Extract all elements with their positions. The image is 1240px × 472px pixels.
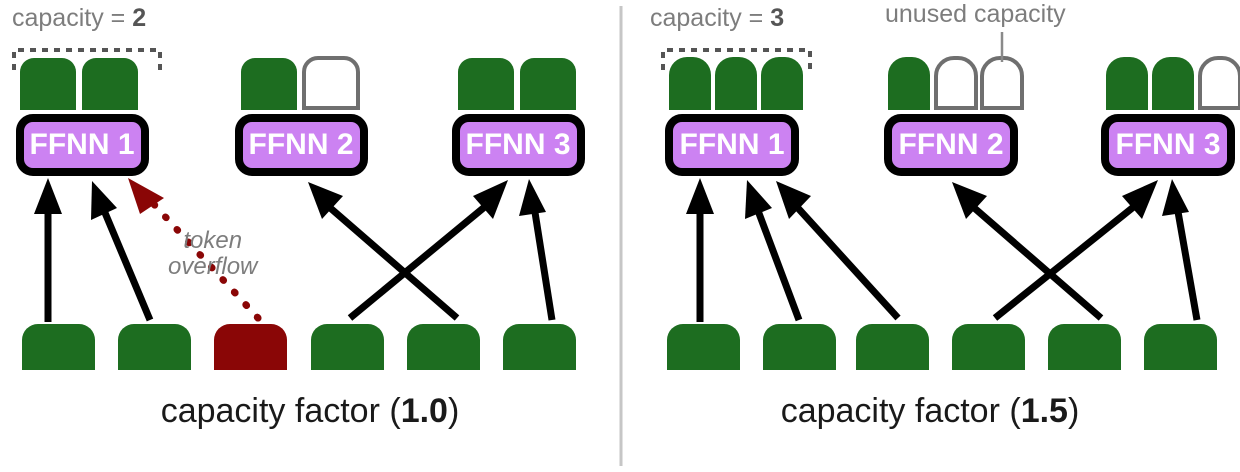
token-overflow-line-1: token bbox=[183, 227, 243, 254]
routing-arrow bbox=[794, 204, 901, 321]
routing-arrow bbox=[325, 203, 460, 321]
overflow-arrow-stub bbox=[224, 281, 262, 322]
right-panel-graphics bbox=[661, 32, 1240, 370]
routing-arrow bbox=[992, 202, 1139, 321]
expert-box-ffnn-2[interactable] bbox=[884, 114, 1018, 176]
expert-slot-filled bbox=[241, 58, 297, 110]
input-token-overflow bbox=[214, 324, 287, 370]
expert-slot-empty bbox=[934, 56, 978, 110]
expert-slot-filled bbox=[888, 57, 930, 110]
expert-slot-filled bbox=[715, 57, 757, 110]
expert-box-ffnn-3[interactable] bbox=[452, 114, 585, 176]
input-token bbox=[22, 324, 95, 370]
input-token bbox=[763, 324, 836, 370]
routing-arrow bbox=[1173, 205, 1201, 321]
caption-left-value: 1.0 bbox=[400, 392, 448, 430]
expert-box-ffnn-1[interactable] bbox=[16, 114, 149, 176]
routing-arrowhead bbox=[308, 182, 343, 219]
routing-arrowhead bbox=[745, 180, 772, 219]
routing-arrowhead bbox=[519, 179, 546, 216]
capacity-annotation-right-value: 3 bbox=[770, 4, 785, 32]
capacity-annotation-right: capacity = 3 bbox=[650, 4, 784, 33]
expert-label-ffnn-1-left: FFNN 1 bbox=[30, 128, 135, 161]
routing-arrowhead bbox=[1162, 179, 1189, 216]
expert-box-ffnn-3[interactable] bbox=[1101, 114, 1235, 176]
routing-arrowhead bbox=[1122, 180, 1158, 219]
routing-arrow bbox=[99, 206, 154, 322]
expert-slot-filled bbox=[82, 58, 138, 110]
capacity-annotation-left: capacity = 2 bbox=[12, 4, 146, 33]
token-overflow-annotation: token overflow bbox=[168, 228, 257, 280]
expert-box-ffnn-1[interactable] bbox=[665, 114, 799, 176]
unused-capacity-annotation: unused capacity bbox=[885, 0, 1066, 28]
input-token bbox=[503, 324, 576, 370]
expert-slot-empty bbox=[980, 56, 1024, 110]
expert-slot-filled bbox=[458, 58, 514, 110]
caption-right-suffix: ) bbox=[1067, 392, 1080, 430]
input-token bbox=[952, 324, 1025, 370]
expert-label-ffnn-2-left: FFNN 2 bbox=[249, 128, 354, 161]
expert-slot-filled bbox=[1106, 57, 1148, 110]
routing-arrow bbox=[969, 203, 1104, 321]
routing-arrowhead bbox=[686, 178, 714, 214]
routing-arrowhead bbox=[776, 181, 811, 219]
input-token bbox=[1048, 324, 1121, 370]
capacity-annotation-left-prefix: capacity = bbox=[12, 4, 133, 32]
routing-arrowhead bbox=[34, 178, 62, 214]
capacity-annotation-left-value: 2 bbox=[132, 4, 147, 32]
overflow-arrowhead bbox=[128, 178, 164, 214]
caption-left-prefix: capacity factor ( bbox=[160, 392, 401, 430]
caption-left-suffix: ) bbox=[447, 392, 460, 430]
expert-slot-filled bbox=[520, 58, 576, 110]
expert-label-ffnn-1-right: FFNN 1 bbox=[680, 128, 785, 161]
routing-arrowhead bbox=[952, 182, 987, 219]
routing-arrowhead bbox=[91, 181, 117, 220]
expert-label-ffnn-2-right: FFNN 2 bbox=[899, 128, 1004, 161]
routing-arrowhead bbox=[473, 180, 508, 219]
expert-label-ffnn-3-left: FFNN 3 bbox=[466, 128, 571, 161]
expert-slot-empty bbox=[302, 56, 360, 110]
input-token bbox=[407, 324, 480, 370]
expert-label-ffnn-3-right: FFNN 3 bbox=[1116, 128, 1221, 161]
input-token bbox=[856, 324, 929, 370]
input-token bbox=[311, 324, 384, 370]
capacity-annotation-right-prefix: capacity = bbox=[650, 4, 771, 32]
input-token bbox=[118, 324, 191, 370]
input-token bbox=[1144, 324, 1217, 370]
input-token bbox=[667, 324, 740, 370]
caption-right-prefix: capacity factor ( bbox=[780, 392, 1021, 430]
expert-slot-empty bbox=[1198, 56, 1240, 110]
caption-right-value: 1.5 bbox=[1020, 392, 1068, 430]
caption-left: capacity factor (1.0) bbox=[0, 392, 620, 431]
expert-slot-filled bbox=[1152, 57, 1194, 110]
overflow-arrow-line bbox=[146, 196, 262, 322]
routing-arrow bbox=[347, 202, 490, 321]
expert-slot-filled bbox=[761, 57, 803, 110]
routing-arrow bbox=[530, 205, 556, 321]
routing-arrow bbox=[753, 206, 803, 322]
caption-right: capacity factor (1.5) bbox=[620, 392, 1240, 431]
expert-box-ffnn-2[interactable] bbox=[235, 114, 368, 176]
token-overflow-line-2: overflow bbox=[168, 252, 258, 280]
left-panel-graphics bbox=[12, 48, 585, 370]
expert-slot-filled bbox=[20, 58, 76, 110]
expert-slot-filled bbox=[669, 57, 711, 110]
